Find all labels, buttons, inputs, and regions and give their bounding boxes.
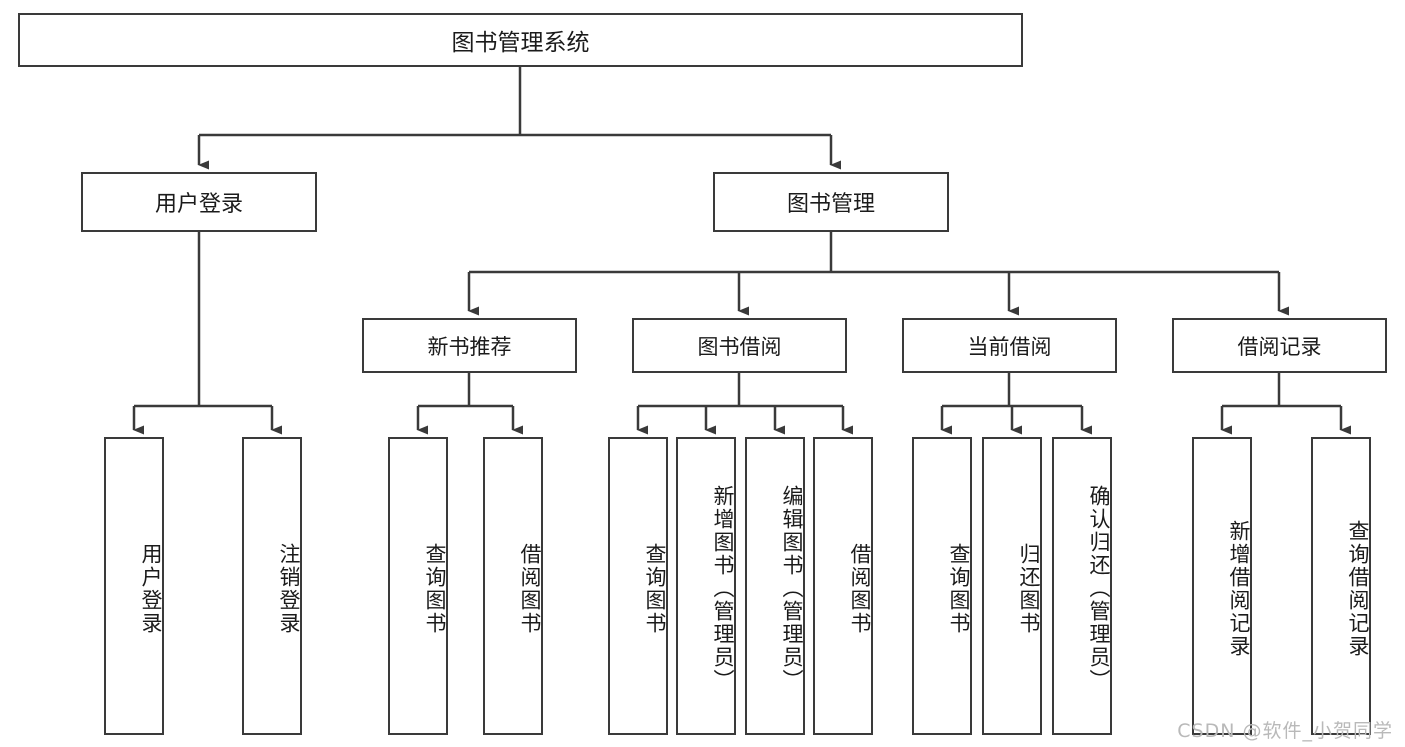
leaf-record-query-record-label: 查询借阅记录 [1346,520,1370,658]
node-book-borrow-label: 图书借阅 [697,334,782,359]
leaf-current-query-book-label: 查询图书 [947,543,971,635]
node-book-borrow[interactable]: 图书借阅 [632,318,847,373]
leaf-record-add-record-label: 新增借阅记录 [1227,520,1251,658]
leaf-borrow-add-book-label: 新增图书（管理员） [711,484,735,692]
leaf-user-login[interactable]: 用户登录 [104,437,164,735]
node-book-management-label: 图书管理 [786,192,875,217]
node-root[interactable]: 图书管理系统 [18,13,1023,67]
leaf-borrow-edit-book-label: 编辑图书（管理员） [780,484,804,692]
node-new-book-recommend-label: 新书推荐 [427,334,512,359]
leaf-recommend-query-book[interactable]: 查询图书 [388,437,448,735]
leaf-recommend-borrow-book[interactable]: 借阅图书 [483,437,543,735]
leaf-current-confirm-return-label: 确认归还（管理员） [1087,484,1111,692]
node-book-management[interactable]: 图书管理 [713,172,949,232]
leaf-recommend-borrow-book-label: 借阅图书 [518,543,542,635]
node-current-borrow[interactable]: 当前借阅 [902,318,1117,373]
node-root-label: 图书管理系统 [451,30,590,56]
leaf-current-return-book-label: 归还图书 [1017,543,1041,635]
leaf-borrow-add-book[interactable]: 新增图书（管理员） [676,437,736,735]
leaf-borrow-borrow-book-label: 借阅图书 [848,543,872,635]
leaf-user-logout[interactable]: 注销登录 [242,437,302,735]
leaf-user-logout-label: 注销登录 [277,543,301,635]
node-user-login-label: 用户登录 [154,192,243,217]
node-user-login[interactable]: 用户登录 [81,172,317,232]
node-current-borrow-label: 当前借阅 [967,334,1052,359]
leaf-record-query-record[interactable]: 查询借阅记录 [1311,437,1371,735]
node-new-book-recommend[interactable]: 新书推荐 [362,318,577,373]
leaf-borrow-query-book-label: 查询图书 [643,543,667,635]
node-borrow-record-label: 借阅记录 [1237,334,1322,359]
leaf-current-return-book[interactable]: 归还图书 [982,437,1042,735]
leaf-borrow-edit-book[interactable]: 编辑图书（管理员） [745,437,805,735]
leaf-current-confirm-return[interactable]: 确认归还（管理员） [1052,437,1112,735]
leaf-recommend-query-book-label: 查询图书 [423,543,447,635]
node-borrow-record[interactable]: 借阅记录 [1172,318,1387,373]
leaf-record-add-record[interactable]: 新增借阅记录 [1192,437,1252,735]
leaf-borrow-query-book[interactable]: 查询图书 [608,437,668,735]
leaf-borrow-borrow-book[interactable]: 借阅图书 [813,437,873,735]
leaf-user-login-label: 用户登录 [139,543,163,635]
leaf-current-query-book[interactable]: 查询图书 [912,437,972,735]
